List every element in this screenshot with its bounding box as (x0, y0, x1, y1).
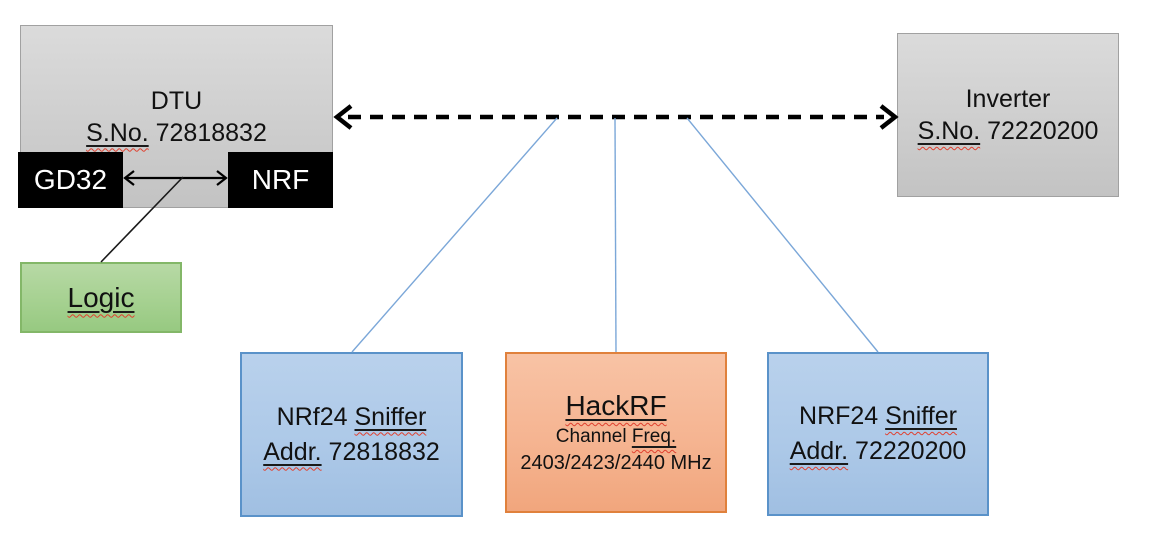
sniffer2-addr-number: 72220200 (855, 437, 967, 465)
sniffer2-name-prefix: NRF24 (799, 402, 879, 430)
logic-label-wrap: Logic (68, 282, 135, 314)
hackrf-channel-line: Channel Freq. (556, 424, 676, 450)
logic-box: Logic (20, 262, 182, 333)
nrf-chip-box: NRF (228, 152, 333, 208)
sniffer1-addr-label: Addr. (263, 437, 322, 466)
hackrf-box: HackRF Channel Freq. 2403/2423/2440 MHz (505, 352, 727, 513)
sniffer1-addr-number: 72818832 (328, 437, 440, 466)
inverter-title: Inverter (965, 85, 1051, 113)
sniffer1-name-prefix: NRf24 (276, 402, 348, 431)
sniffer1-box: NRf24 Sniffer Addr. 72818832 (240, 352, 463, 517)
sniffer2-addr-line: Addr. 72220200 (790, 434, 967, 469)
sniffer1-tap-line (351, 117, 558, 353)
inverter-serial-line: S.No. 72220200 (918, 115, 1099, 147)
sniffer2-tap-line (686, 117, 879, 353)
hackrf-tap-line (614, 117, 617, 353)
gd32-label: GD32 (33, 164, 108, 195)
wireless-link-arrowhead-left (333, 104, 353, 130)
sniffer1-name-line: NRf24 Sniffer (277, 400, 427, 435)
gd32-chip-box: GD32 (18, 152, 123, 208)
hackrf-frequencies: 2403/2423/2440 MHz (520, 452, 712, 474)
dtu-serial-line: S.No. 72818832 (86, 117, 267, 149)
nrf-label: NRF (251, 164, 310, 195)
hackrf-channel-prefix: Channel (555, 426, 627, 447)
dtu-serial-label: S.No. (86, 118, 149, 147)
wireless-link-arrowhead-right (879, 104, 899, 130)
hackrf-title-line: HackRF (565, 388, 666, 424)
sniffer1-name-word: Sniffer (354, 402, 427, 431)
inverter-serial-label: S.No. (917, 117, 981, 145)
sniffer2-name-word: Sniffer (885, 402, 957, 430)
sniffer2-addr-label: Addr. (789, 437, 849, 465)
hackrf-freq-label: Freq. (631, 426, 677, 447)
logic-label: Logic (67, 281, 135, 313)
dtu-title: DTU (150, 86, 203, 115)
sniffer2-box: NRF24 Sniffer Addr. 72220200 (767, 352, 989, 516)
inverter-box: Inverter S.No. 72220200 (897, 33, 1119, 197)
sniffer2-name-line: NRF24 Sniffer (799, 399, 957, 434)
sniffer1-addr-line: Addr. 72818832 (263, 435, 440, 470)
hackrf-title-wrap: HackRF (565, 390, 666, 421)
dtu-serial-number: 72818832 (155, 118, 267, 147)
hackrf-title: HackRF (565, 390, 667, 421)
inverter-serial-number: 72220200 (987, 117, 1099, 145)
